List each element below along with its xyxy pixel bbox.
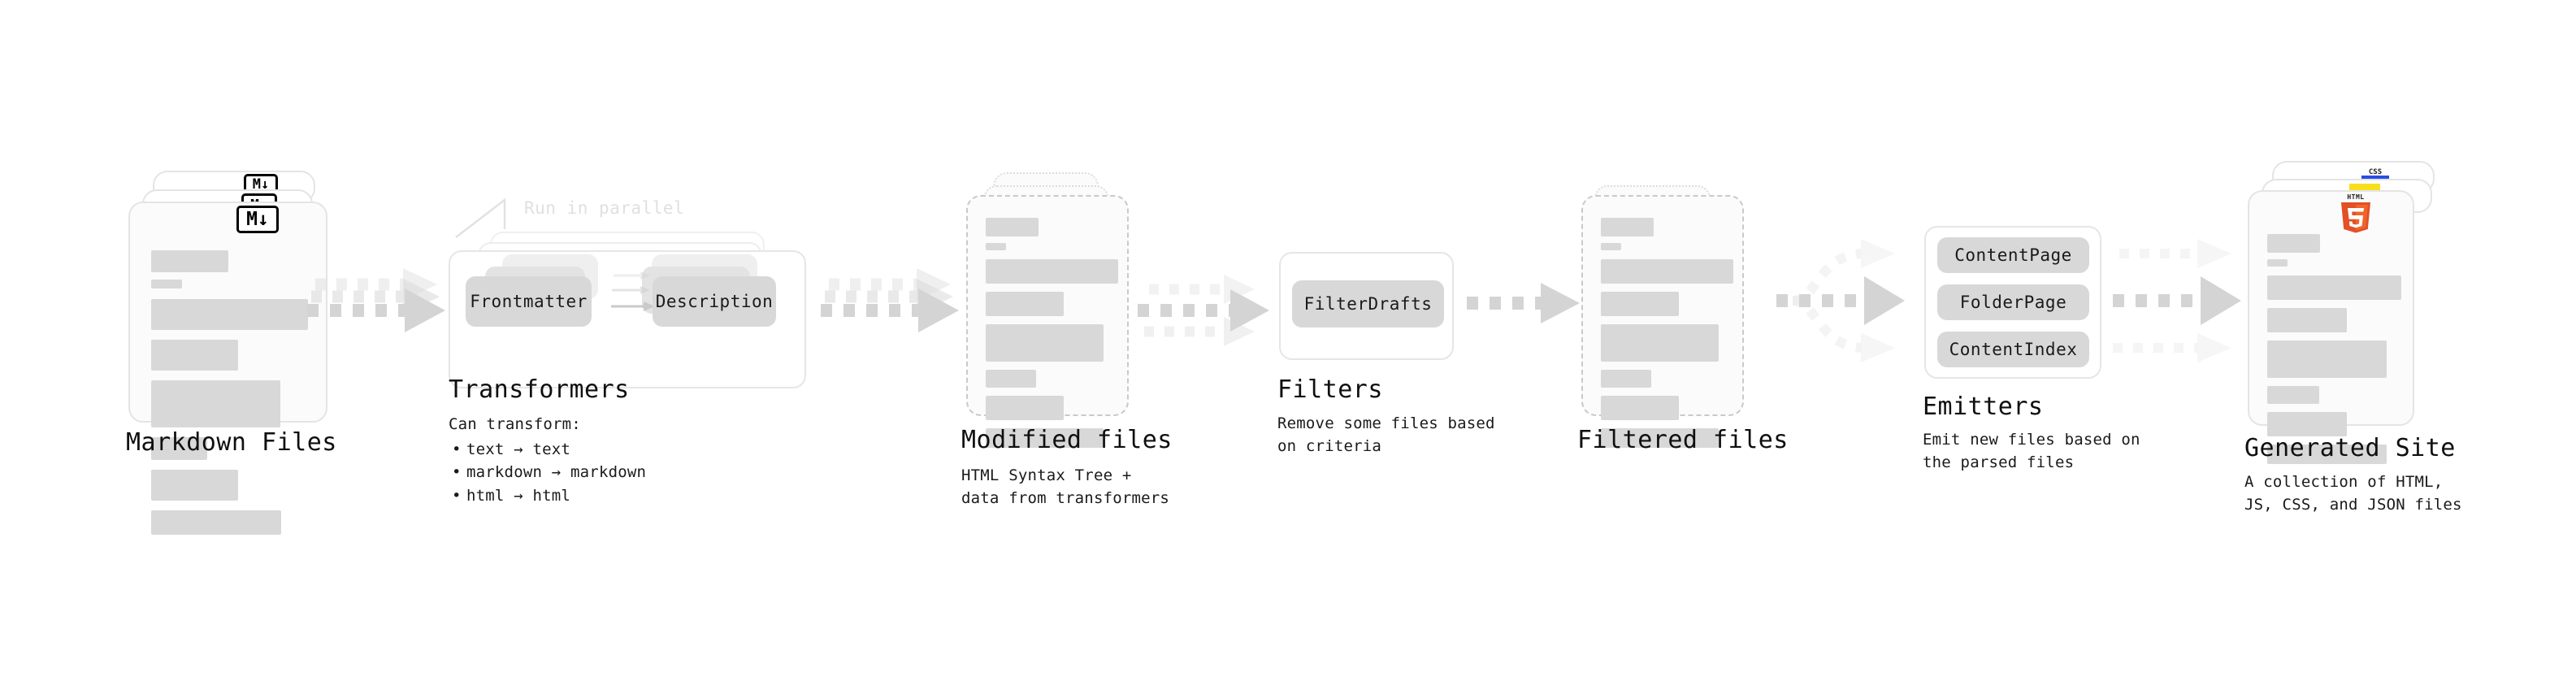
emitter-chip-contentpage[interactable]: ContentPage — [1937, 237, 2089, 273]
transformers-capabilities-heading: Can transform: — [449, 415, 581, 433]
arrow-filtered-to-emitters — [1776, 239, 1905, 362]
html5-icon: HTML — [2337, 192, 2374, 234]
emitter-chip-label: ContentPage — [1954, 245, 2072, 265]
modified-card-front — [966, 195, 1129, 448]
transformers-capabilities: Can transform: text → text markdown → ma… — [449, 413, 646, 507]
skeleton-bar — [2267, 445, 2387, 464]
emitters-subtitle: Emit new files based on the parsed files — [1923, 431, 2140, 471]
emitter-chip-contentindex[interactable]: ContentIndex — [1937, 332, 2089, 367]
md-badge-text: M — [246, 209, 258, 230]
filter-chip-label: FilterDrafts — [1303, 294, 1433, 314]
filters-title: Filters — [1277, 375, 1383, 404]
modified-files-subtitle: HTML Syntax Tree + data from transformer… — [961, 466, 1170, 507]
emitter-chip-label: ContentIndex — [1949, 340, 2078, 359]
skeleton-bar — [151, 380, 280, 427]
arrow-transformers-to-modified — [821, 268, 959, 332]
transformers-title: Transformers — [449, 375, 630, 404]
skeleton-bar — [1601, 370, 1651, 388]
skeleton-bar — [1601, 292, 1679, 316]
skeleton-bar — [1601, 243, 1621, 250]
filter-chip-filterdrafts[interactable]: FilterDrafts — [1292, 280, 1444, 327]
skeleton-bar — [1601, 259, 1733, 284]
filtered-skeleton — [1601, 218, 1733, 448]
site-card-front — [2248, 190, 2414, 464]
markdown-skeleton — [151, 250, 308, 535]
arrow-modified-to-filters — [1138, 275, 1269, 346]
skeleton-bar — [1601, 428, 1719, 448]
transformers-capability-item: html → html — [452, 484, 646, 508]
md-badge-text: M — [252, 176, 261, 193]
filtered-files-title: Filtered files — [1577, 426, 1789, 454]
skeleton-bar — [1601, 218, 1654, 236]
emitter-chip-label: FolderPage — [1959, 293, 2067, 312]
transformer-chip-description[interactable]: Description — [653, 276, 776, 327]
css-badge: CSS — [2361, 165, 2389, 181]
skeleton-bar — [151, 250, 228, 272]
arrow-emitters-to-site — [2113, 239, 2241, 362]
skeleton-bar — [1601, 324, 1719, 362]
skeleton-bar — [2267, 234, 2320, 253]
filters-subtitle: Remove some files based on criteria — [1277, 414, 1495, 455]
skeleton-bar — [151, 510, 281, 535]
skeleton-bar — [986, 259, 1118, 284]
svg-text:HTML: HTML — [2347, 193, 2364, 201]
generated-site-title: Generated Site — [2244, 434, 2456, 462]
skeleton-bar — [151, 470, 238, 501]
skeleton-bar — [986, 324, 1104, 362]
parallel-callout-bracket — [455, 197, 506, 238]
skeleton-bar — [986, 370, 1036, 388]
emitters-title: Emitters — [1923, 393, 2044, 421]
skeleton-bar — [986, 396, 1064, 420]
transformer-inner-arrows — [611, 271, 655, 311]
skeleton-bar — [151, 299, 308, 330]
filtered-card-front — [1581, 195, 1744, 448]
skeleton-bar — [986, 218, 1039, 236]
modified-skeleton — [986, 218, 1118, 448]
skeleton-bar — [1601, 396, 1679, 420]
generated-site-subtitle: A collection of HTML, JS, CSS, and JSON … — [2244, 473, 2462, 514]
transformers-capabilities-list: text → text markdown → markdown html → h… — [449, 438, 646, 508]
skeleton-bar — [151, 280, 182, 288]
site-skeleton — [2267, 234, 2401, 464]
skeleton-bar — [2267, 308, 2347, 332]
transformers-capability-item: text → text — [452, 438, 646, 462]
emitter-chip-folderpage[interactable]: FolderPage — [1937, 284, 2089, 320]
skeleton-bar — [986, 428, 1104, 448]
transformers-capability-item: markdown → markdown — [452, 461, 646, 484]
transformer-chip-label: Frontmatter — [470, 292, 588, 311]
skeleton-bar — [2267, 412, 2347, 436]
md-badge-front: M↓ — [236, 206, 279, 233]
markdown-files-title: Markdown Files — [126, 428, 337, 457]
md-badge-arrow: ↓ — [258, 209, 269, 230]
skeleton-bar — [2267, 340, 2387, 378]
skeleton-bar — [986, 292, 1064, 316]
skeleton-bar — [2267, 259, 2288, 267]
modified-files-title: Modified files — [961, 426, 1173, 454]
transformer-chip-label: Description — [655, 292, 774, 311]
skeleton-bar — [151, 437, 207, 460]
md-badge-arrow: ↓ — [261, 176, 270, 193]
markdown-card-front — [128, 202, 327, 535]
skeleton-bar — [151, 340, 238, 371]
transformer-chip-frontmatter[interactable]: Frontmatter — [466, 276, 592, 327]
skeleton-bar — [2267, 275, 2401, 300]
run-in-parallel-label: Run in parallel — [524, 198, 685, 218]
arrow-filters-to-filtered — [1467, 283, 1580, 323]
svg-text:CSS: CSS — [2369, 168, 2382, 176]
skeleton-bar — [2267, 386, 2319, 404]
arrow-markdown-to-transformers — [307, 268, 445, 332]
skeleton-bar — [986, 243, 1006, 250]
